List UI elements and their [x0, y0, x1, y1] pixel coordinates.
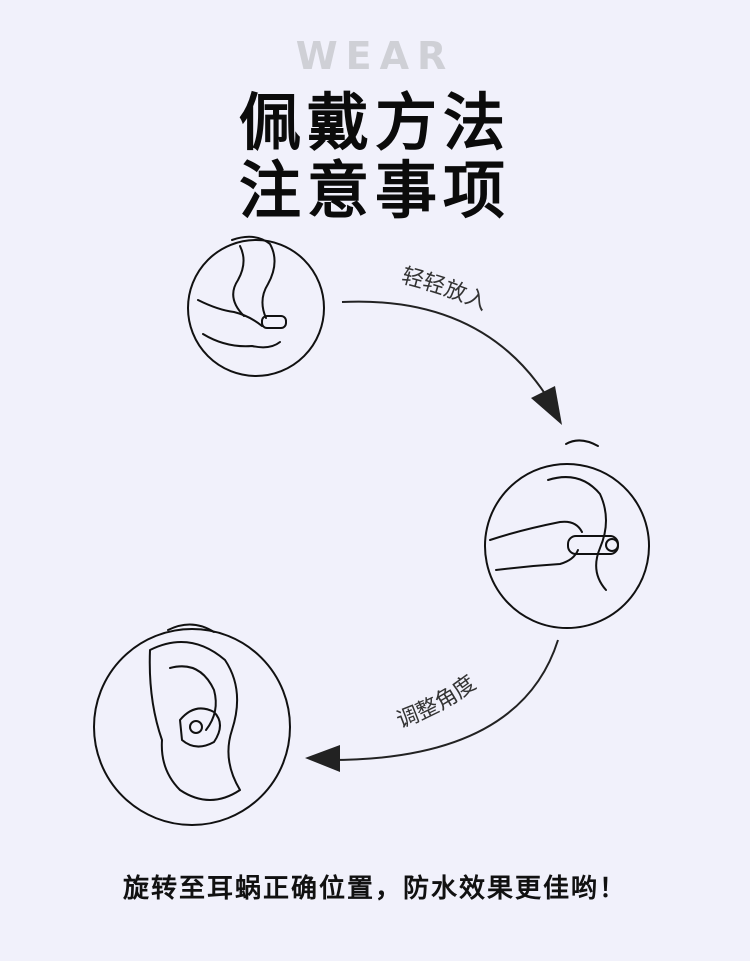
step1-wrist — [202, 333, 281, 349]
step1-hand — [197, 299, 263, 327]
step1-earplug — [261, 315, 287, 329]
step3-circle — [93, 628, 291, 826]
step2-finger-bottom — [495, 549, 579, 571]
arrow-step2-to-step3 — [305, 639, 559, 772]
step2-label: 调整角度 — [393, 671, 481, 734]
step2-earplug-tip — [605, 538, 619, 552]
step2-circle — [484, 463, 650, 629]
step1-finger — [232, 245, 245, 317]
step1-label: 轻轻放入 — [399, 264, 491, 316]
step3-circle-bump — [167, 623, 215, 633]
title-line-2: 注意事项 — [238, 154, 511, 227]
wear-watermark: WEAR — [295, 34, 455, 78]
step1-illustration — [187, 235, 325, 377]
footer-note: 旋转至耳蜗正确位置，防水效果更佳哟！ — [122, 874, 627, 904]
step1-ear-outline — [231, 235, 276, 319]
title-line-1: 佩戴方法 — [238, 86, 511, 159]
step1-circle — [187, 239, 325, 377]
step3-illustration — [93, 623, 291, 826]
step2-ear-outline — [547, 476, 607, 591]
step3-ear-inner — [169, 665, 217, 731]
step2-illustration — [484, 439, 650, 629]
step3-ear-outline — [148, 641, 241, 801]
step2-circle-bump — [565, 439, 599, 447]
step3-earplug — [179, 707, 221, 748]
arrow-step1-to-step2 — [341, 300, 562, 425]
step2-finger-top — [489, 520, 583, 541]
step3-earplug-center — [189, 720, 203, 734]
